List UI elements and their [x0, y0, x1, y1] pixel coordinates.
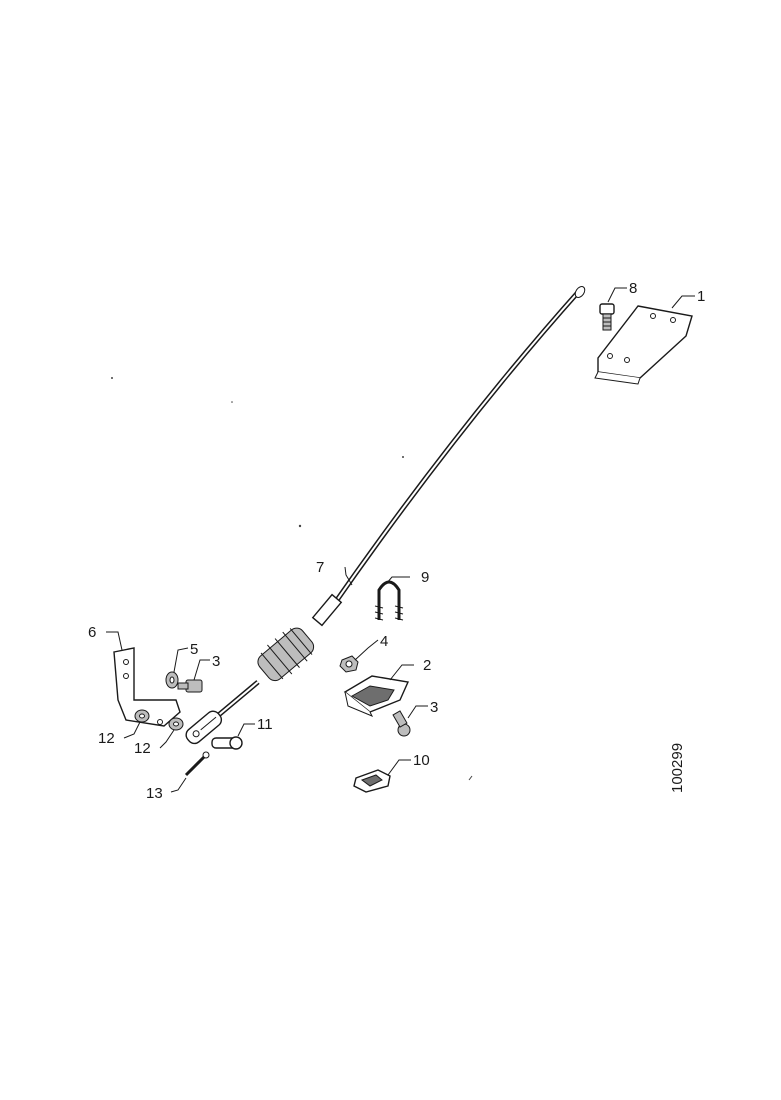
callout-7: 7 [316, 559, 324, 576]
callout-3-left: 3 [212, 653, 220, 670]
lower-bracket-part-6 [113, 647, 181, 727]
bolt-part-3-left [177, 679, 203, 693]
leader-lines [106, 287, 695, 793]
callout-4: 4 [380, 633, 388, 650]
callout-3-right: 3 [430, 699, 438, 716]
callout-1: 1 [697, 288, 705, 305]
scan-specks [111, 377, 473, 781]
clip-part-10 [353, 769, 391, 793]
cable-end-tip [574, 286, 586, 298]
callout-10: 10 [413, 752, 430, 769]
callout-12-right: 12 [134, 740, 151, 757]
cable-rod-inner [214, 681, 259, 719]
callout-13: 13 [146, 785, 163, 802]
clamp-block-part-2 [343, 675, 410, 717]
callout-8: 8 [629, 280, 637, 297]
callout-6: 6 [88, 624, 96, 641]
reference-number: 100299 [669, 743, 686, 793]
callouts: 1 8 7 9 2 4 3 10 11 6 5 3 12 12 13 [88, 280, 705, 802]
callout-5: 5 [190, 641, 198, 658]
callout-9: 9 [421, 569, 429, 586]
clevis-fork [185, 710, 223, 745]
bolt-part-8 [599, 303, 615, 331]
cable-ferrule [311, 593, 343, 627]
callout-2: 2 [423, 657, 431, 674]
cable-inner-line [329, 289, 581, 611]
washer-part-5 [165, 671, 179, 689]
callout-11: 11 [257, 716, 273, 733]
u-bolt-part-9 [374, 580, 404, 621]
split-pin-part-13 [184, 751, 210, 777]
screw-part-3-right [392, 710, 411, 737]
cable-assembly [185, 286, 586, 745]
clevis-pin-part-11 [211, 736, 243, 750]
nut-part-4 [339, 655, 359, 673]
washer-part-12-a [134, 709, 150, 723]
upper-mounting-plate [594, 305, 693, 385]
bellows-boot [257, 627, 315, 682]
washer-part-12-b [168, 717, 184, 731]
cable-outer [327, 288, 582, 612]
callout-12-left: 12 [98, 730, 115, 747]
